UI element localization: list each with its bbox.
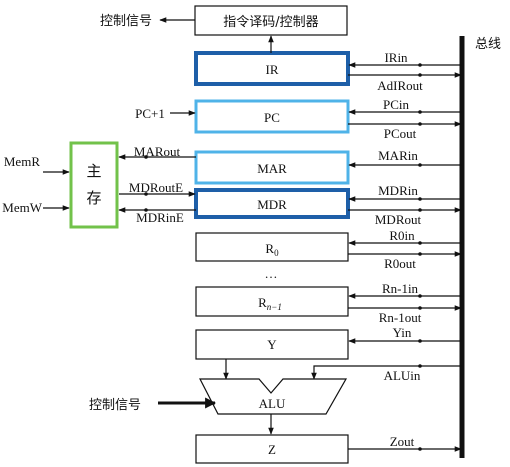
r0-label: R0 xyxy=(265,241,279,258)
mdr-in-e-signal: MDRinE xyxy=(136,210,184,225)
ir-label: IR xyxy=(266,62,279,77)
bus-label: 总线 xyxy=(475,37,501,52)
pc-increment-signal: PC+1 xyxy=(135,106,165,121)
ir-in-signal: IRin xyxy=(384,50,408,65)
bus-junction-dots xyxy=(144,63,422,451)
decoder-label: 指令译码/控制器 xyxy=(223,15,318,30)
pc-register xyxy=(194,99,350,134)
mar-out-signal: MARout xyxy=(134,144,181,159)
z-label: Z xyxy=(268,442,276,457)
mdr-out-e-signal: MDRoutE xyxy=(129,180,183,195)
mem-write-signal: MemW xyxy=(2,200,42,215)
memory-label-line1: 主 xyxy=(86,162,101,180)
r0-register xyxy=(195,232,349,262)
mar-in-signal: MARin xyxy=(378,148,418,163)
y-label: Y xyxy=(267,337,277,352)
mdr-in-signal: MDRin xyxy=(378,183,418,198)
memory-label-line2: 存 xyxy=(86,189,101,207)
rn1-label: Rn−1 xyxy=(258,295,282,312)
pc-label: PC xyxy=(264,110,280,125)
y-register xyxy=(195,329,349,360)
mdr-register xyxy=(194,188,350,219)
mar-register xyxy=(194,150,350,185)
ir-register xyxy=(194,51,350,86)
pc-out-signal: PCout xyxy=(384,126,417,141)
r0-out-signal: R0out xyxy=(384,256,416,271)
rn1-register xyxy=(195,286,349,317)
mdr-label: MDR xyxy=(257,197,287,212)
mdr-out-signal: MDRout xyxy=(375,212,422,227)
main-memory-box xyxy=(69,141,119,229)
rn1-in-signal: Rn-1in xyxy=(382,281,419,296)
mem-read-signal: MemR xyxy=(4,154,40,169)
mar-label: MAR xyxy=(257,161,287,176)
r0-in-signal: R0in xyxy=(389,228,415,243)
control-signal-out-label: 控制信号 xyxy=(100,14,152,29)
z-out-signal: Zout xyxy=(390,434,415,449)
alu-in-signal: ALUin xyxy=(384,368,421,383)
y-in-signal: Yin xyxy=(393,325,412,340)
alu-label: ALU xyxy=(259,396,286,411)
rn1-out-signal: Rn-1out xyxy=(379,310,422,325)
alu-control-signal-label: 控制信号 xyxy=(89,398,141,413)
pc-in-signal: PCin xyxy=(383,97,410,112)
register-ellipsis: … xyxy=(265,266,278,281)
ad-ir-out-signal: AdIRout xyxy=(377,78,423,93)
